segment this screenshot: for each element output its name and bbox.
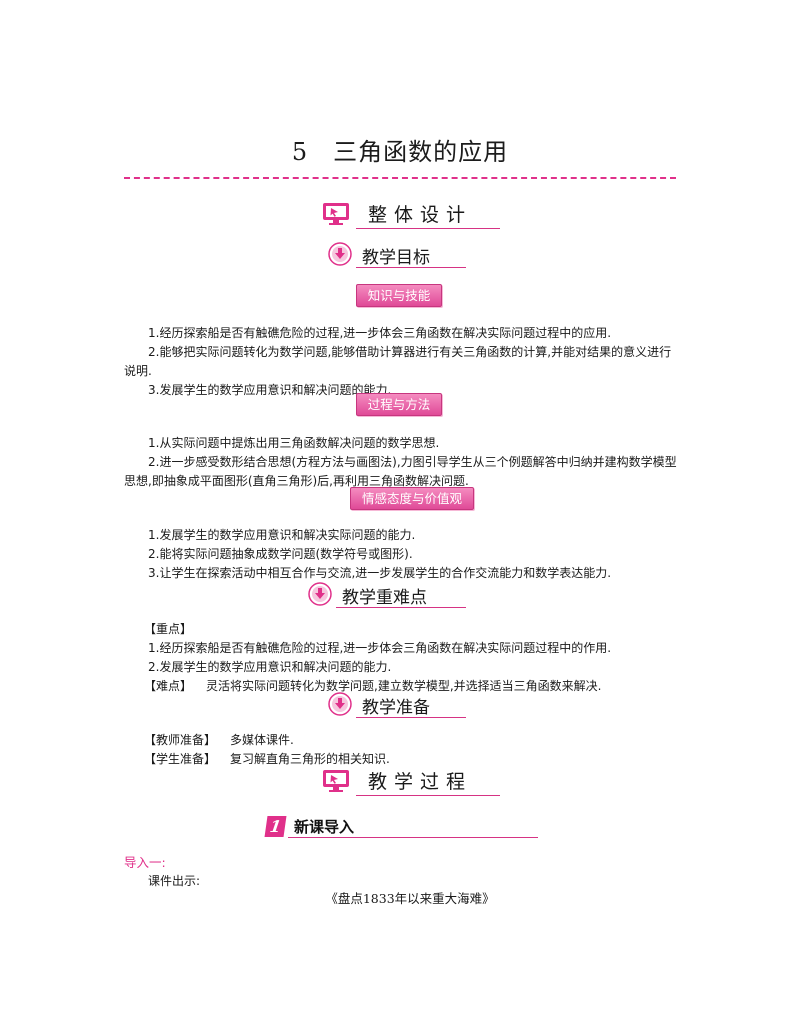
tag-knowledge-skills: 知识与技能 [356, 284, 442, 307]
list-item: 3.让学生在探索活动中相互合作与交流,进一步发展学生的合作交流能力和数学表达能力… [148, 566, 612, 580]
lesson-number-badge: 1 [264, 816, 287, 837]
knowledge-goals-list: 1.经历探索船是否有触礁危险的过程,进一步体会三角函数在解决实际问题过程中的应用… [124, 324, 680, 400]
student-prep-row: 【学生准备】复习解直角三角形的相关知识. [124, 750, 680, 769]
lesson-underline [288, 837, 538, 838]
difficulty-row: 【难点】灵活将实际问题转化为数学问题,建立数学模型,并选择适当三角函数来解决. [124, 677, 680, 696]
book-title: 《盘点1833年以来重大海难》 [325, 891, 495, 906]
key-points-block: 【重点】 1.经历探索船是否有触礁危险的过程,进一步体会三角函数在解决实际问题过… [124, 620, 680, 696]
student-prep-text: 复习解直角三角形的相关知识. [230, 752, 390, 766]
section-title: 整体设计 [368, 204, 473, 226]
list-item: 1.从实际问题中提炼出用三角函数解决问题的数学思想. [148, 436, 440, 450]
subsection-title: 教学重难点 [342, 588, 427, 608]
down-arrow-circle-icon [328, 692, 352, 716]
teacher-prep-text: 多媒体课件. [230, 733, 294, 747]
section-underline [356, 228, 500, 229]
difficulty-label: 【难点】 [144, 679, 193, 693]
teacher-prep-label: 【教师准备】 [144, 733, 217, 747]
section-title: 教学过程 [368, 771, 473, 793]
preparation-block: 【教师准备】多媒体课件. 【学生准备】复习解直角三角形的相关知识. [124, 731, 680, 769]
intro-label: 导入一: [124, 855, 166, 870]
list-item: 2.发展学生的数学应用意识和解决问题的能力. [148, 660, 392, 674]
attitude-goals-list: 1.发展学生的数学应用意识和解决实际问题的能力. 2.能将实际问题抽象成数学问题… [124, 526, 680, 583]
section-underline [356, 795, 500, 796]
subsection-title: 教学准备 [362, 698, 430, 718]
focus-label: 【重点】 [144, 622, 193, 636]
subsection-underline [356, 267, 466, 268]
list-item: 2.进一步感受数形结合思想(方程方法与画图法),力图引导学生从三个例题解答中归纳… [124, 455, 677, 488]
courseware-text: 课件出示: [148, 874, 201, 888]
monitor-icon [322, 202, 350, 226]
student-prep-label: 【学生准备】 [144, 752, 217, 766]
difficulty-text: 灵活将实际问题转化为数学问题,建立数学模型,并选择适当三角函数来解决. [206, 679, 602, 693]
subsection-underline [336, 607, 466, 608]
process-goals-list: 1.从实际问题中提炼出用三角函数解决问题的数学思想. 2.进一步感受数形结合思想… [124, 434, 680, 491]
subsection-title: 教学目标 [362, 248, 430, 268]
tag-process-methods: 过程与方法 [356, 393, 442, 416]
title-dashed-divider [124, 177, 676, 179]
monitor-icon [322, 769, 350, 793]
list-item: 1.经历探索船是否有触礁危险的过程,进一步体会三角函数在解决实际问题过程中的作用… [148, 641, 612, 655]
list-item: 2.能将实际问题抽象成数学问题(数学符号或图形). [148, 547, 413, 561]
tag-attitude-values: 情感态度与价值观 [350, 487, 474, 510]
page-title: 5 三角函数的应用 [291, 138, 509, 166]
lesson-heading: 1 新课导入 [264, 814, 538, 840]
down-arrow-circle-icon [308, 582, 332, 606]
lesson-title: 新课导入 [294, 818, 355, 836]
list-item: 2.能够把实际问题转化为数学问题,能够借助计算器进行有关三角函数的计算,并能对结… [124, 345, 672, 378]
subsection-teaching-goals: 教学目标 [328, 242, 468, 272]
down-arrow-circle-icon [328, 242, 352, 266]
subsection-teaching-preparation: 教学准备 [328, 692, 468, 722]
list-item: 1.发展学生的数学应用意识和解决实际问题的能力. [148, 528, 416, 542]
list-item: 3.发展学生的数学应用意识和解决问题的能力. [148, 383, 392, 397]
list-item: 1.经历探索船是否有触礁危险的过程,进一步体会三角函数在解决实际问题过程中的应用… [148, 326, 612, 340]
section-overall-design: 整体设计 [322, 200, 502, 234]
subsection-key-difficult-points: 教学重难点 [308, 582, 468, 612]
subsection-underline [356, 717, 466, 718]
section-teaching-process: 教学过程 [322, 767, 502, 801]
teacher-prep-row: 【教师准备】多媒体课件. [124, 731, 680, 750]
